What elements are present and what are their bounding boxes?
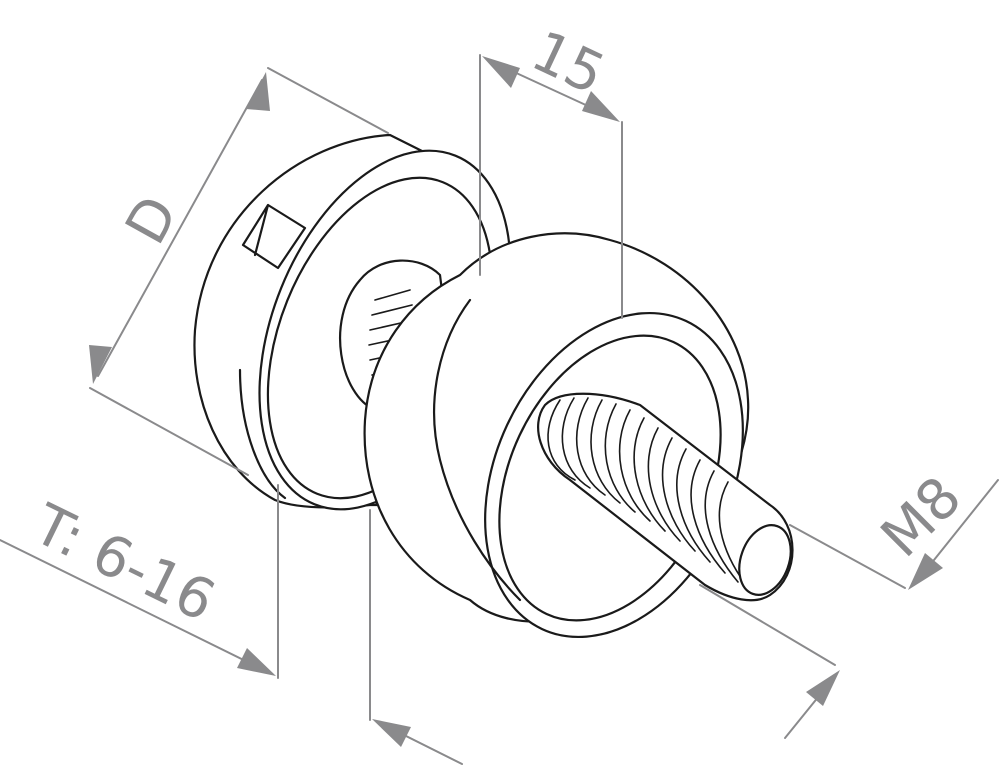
dimension-d-extension-bottom <box>89 387 249 476</box>
dimension-m8-extension-bottom <box>699 584 836 666</box>
back-cap-notch <box>241 203 307 270</box>
dimension-m8-extension-top <box>789 524 906 589</box>
dimension-d-arrow-top <box>246 72 270 111</box>
dimension-m8-arrow-top <box>908 553 943 590</box>
bolt <box>537 392 794 602</box>
dimension-thickness-arrow-left <box>237 648 276 676</box>
bolt-thread-lines <box>547 397 751 591</box>
dimension-15-arrow-right <box>582 91 620 122</box>
dimension-thickness-line-left <box>0 539 269 673</box>
dimension-d-label: D <box>113 186 191 255</box>
bolt-end <box>738 524 792 596</box>
dimension-d-line <box>97 79 263 377</box>
dimension-thickness-arrow-right <box>372 719 411 747</box>
back-cap-edge <box>238 368 287 500</box>
dimension-d-extension-top <box>267 67 389 134</box>
front-cup-edge <box>433 298 522 602</box>
dimension-m8-label: M8 <box>869 465 974 570</box>
dimension-m8-arrow-bottom <box>806 670 840 706</box>
dimension-15-label: 15 <box>522 19 614 108</box>
dimension-thickness-label: T: 6-16 <box>23 492 225 635</box>
dimension-15-arrow-left <box>482 56 520 88</box>
dimension-d-arrow-bottom <box>89 345 112 384</box>
